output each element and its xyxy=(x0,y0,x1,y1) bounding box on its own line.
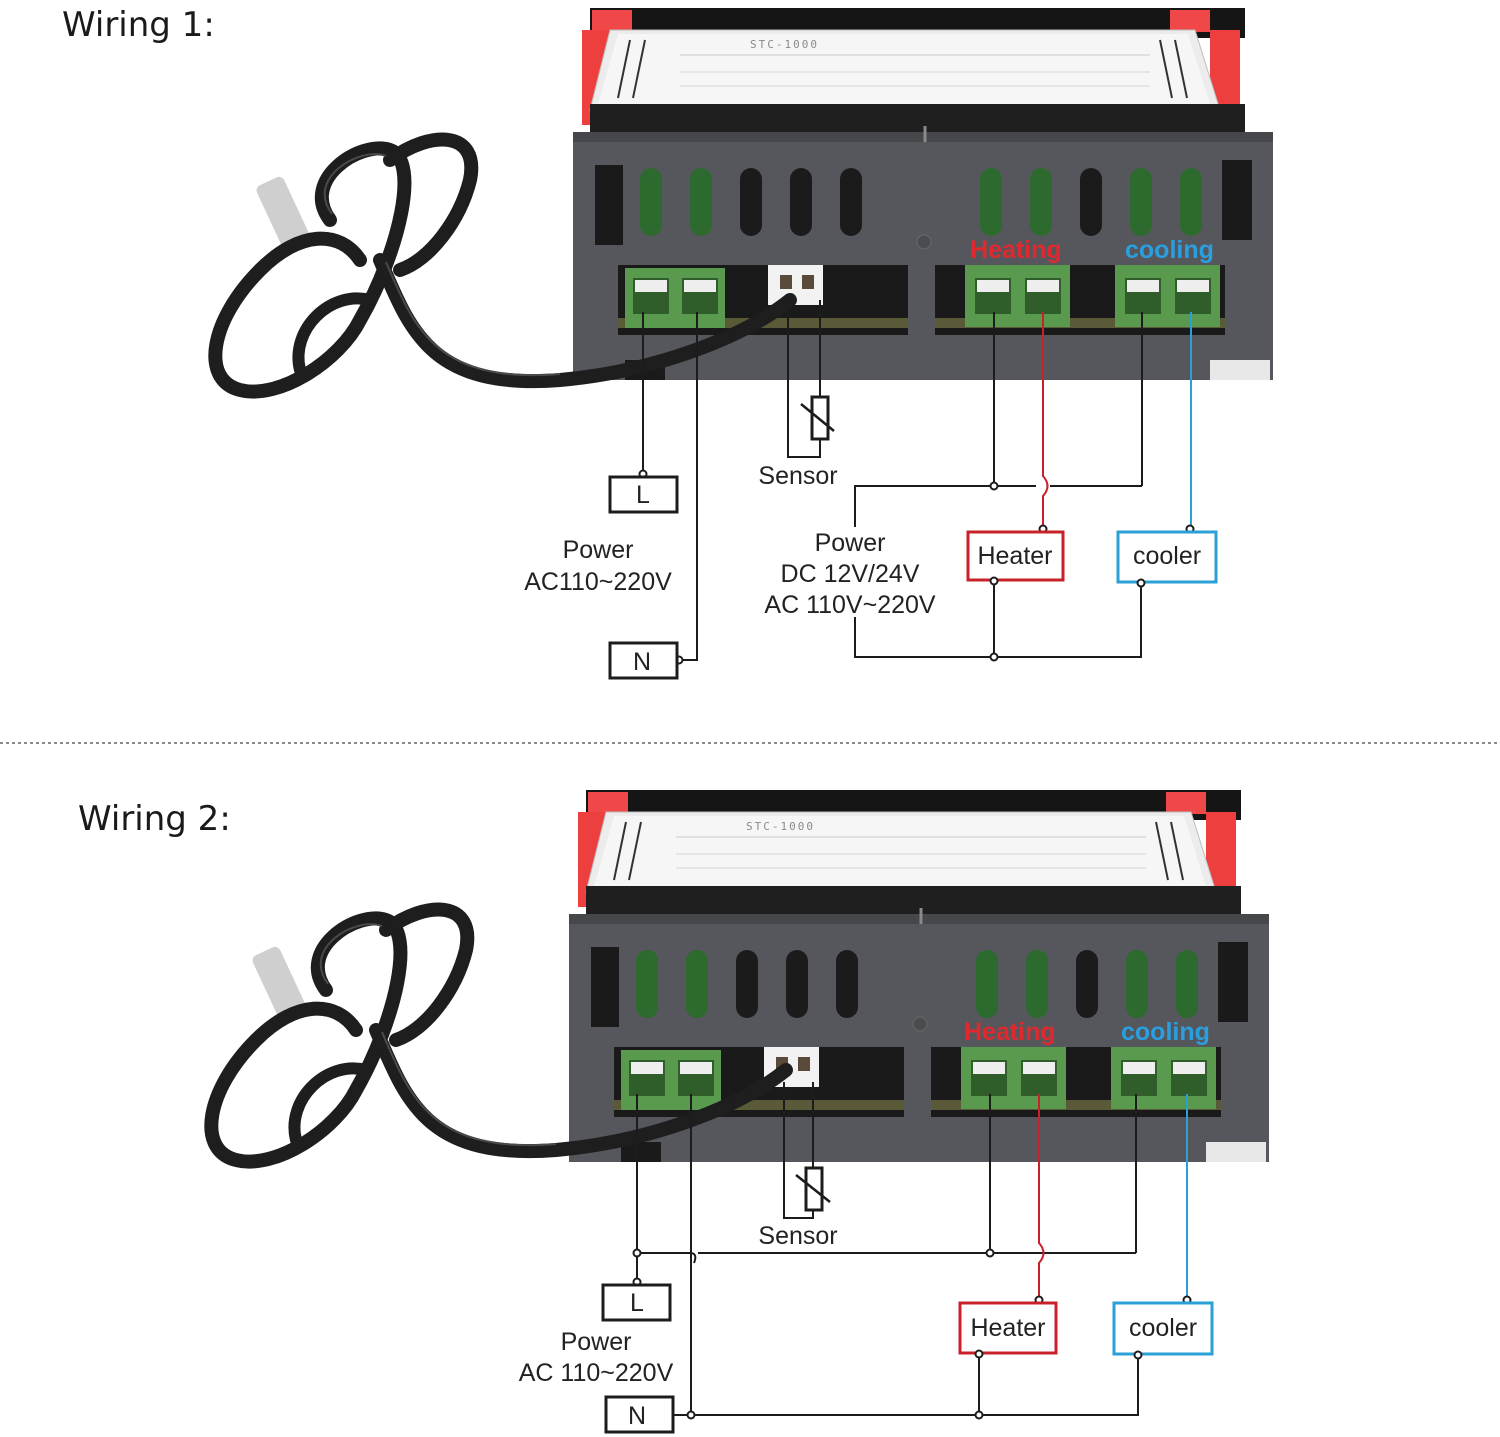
input-power-title: Power xyxy=(561,1328,632,1356)
heater-box xyxy=(958,1301,1058,1355)
thermostat-device-2: STC-1000 Heating cooling xyxy=(567,788,1271,1164)
line-terminal-box xyxy=(608,475,679,514)
heater-wire-2 xyxy=(1038,1094,1045,1298)
load-supply-top-wire-2 xyxy=(641,1252,1136,1264)
load-supply-bottom-wire-2 xyxy=(673,1358,1139,1416)
sensor-wire-a xyxy=(783,1082,814,1219)
cooling-terminal-label: cooling xyxy=(1121,1018,1210,1046)
load-power-spec-dc: DC 12V/24V xyxy=(781,560,920,588)
heater-label: Heater xyxy=(977,542,1052,570)
thermostat-device-1: STC-1000 Heating cooling xyxy=(571,6,1275,382)
heater-wire-1 xyxy=(1042,312,1049,528)
neutral-terminal-box xyxy=(608,641,679,680)
sensor-label: Sensor xyxy=(758,462,837,490)
neutral-label: N xyxy=(628,1402,646,1430)
line-terminal-box xyxy=(601,1283,672,1322)
wiring-2-title: Wiring 2: xyxy=(78,799,231,839)
device-model-label: STC-1000 xyxy=(750,38,819,51)
load-power-title: Power xyxy=(815,529,886,557)
sensor-label: Sensor xyxy=(758,1222,837,1250)
cooler-box xyxy=(1112,1301,1214,1356)
cooler-box xyxy=(1116,530,1218,584)
heating-terminal-label: Heating xyxy=(964,1018,1056,1046)
device-model-label: STC-1000 xyxy=(746,820,815,833)
sensor-wire-a xyxy=(787,300,821,458)
heater-label: Heater xyxy=(970,1314,1045,1342)
heating-terminal-label: Heating xyxy=(970,236,1062,264)
line-label: L xyxy=(636,481,650,509)
wiring-2-section: Wiring 2: STC-1000 Heating cooling L N P… xyxy=(78,788,1271,1434)
wiring-1-title: Wiring 1: xyxy=(62,5,215,45)
line-label: L xyxy=(630,1289,644,1317)
line-junction-node xyxy=(632,1248,642,1258)
load-supply-top-wire xyxy=(854,485,1142,527)
neutral-terminal-box xyxy=(604,1395,675,1434)
input-power-spec: AC110~220V xyxy=(524,568,672,596)
neutral-wire-1 xyxy=(682,312,698,661)
input-power-spec: AC 110~220V xyxy=(519,1359,674,1387)
cooler-label: cooler xyxy=(1133,542,1201,570)
input-power-title: Power xyxy=(563,536,634,564)
cooler-label: cooler xyxy=(1129,1314,1197,1342)
wiring-1-section: Wiring 1: STC-1000 Heating cooling L N P… xyxy=(62,5,1275,680)
neutral-label: N xyxy=(633,648,651,676)
heater-box xyxy=(966,530,1065,582)
cooling-terminal-label: cooling xyxy=(1125,236,1214,264)
load-power-spec-ac: AC 110V~220V xyxy=(764,591,936,619)
